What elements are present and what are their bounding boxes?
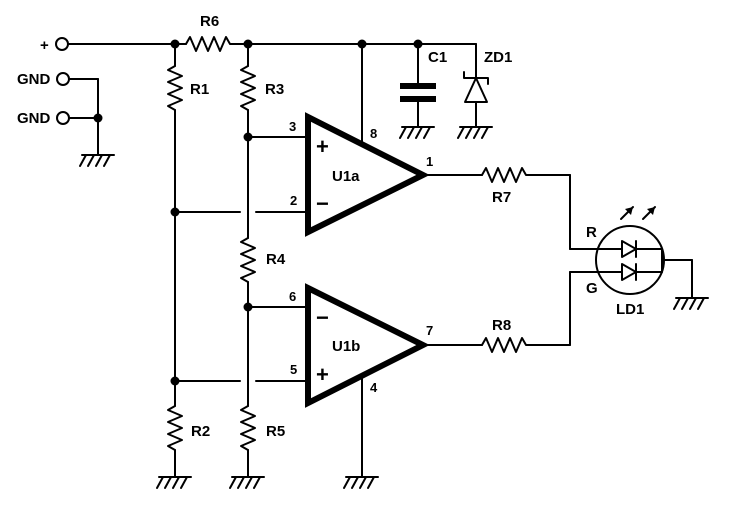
u1a-pin-2: 2: [290, 193, 297, 208]
ground-symbol-ld1: [673, 297, 709, 310]
ground-symbol-c1: [399, 126, 435, 139]
gnd-terminals: GND GND: [17, 71, 115, 167]
r6-label: R6: [200, 13, 219, 30]
opamp-input-wires: [174, 136, 309, 382]
ground-symbol-r2: [156, 476, 192, 489]
ground-symbol-gnd: [79, 154, 115, 167]
r4-label: R4: [266, 251, 286, 268]
resistor-r6: R6: [185, 13, 233, 52]
r1-label: R1: [190, 81, 209, 98]
r7-label: R7: [492, 189, 511, 206]
resistor-r4: R4: [240, 237, 286, 283]
led-lead-g-label: G: [586, 280, 598, 297]
led-ld1: R G LD1: [569, 174, 709, 346]
ground-symbol-r5: [229, 476, 265, 489]
u1a-pin-8: 8: [370, 126, 377, 141]
u1a-minus-sign: −: [316, 191, 329, 216]
u1a-label: U1a: [332, 168, 360, 185]
opamp-u1a: + − U1a 3 2 8 1: [289, 39, 483, 237]
c1-label: C1: [428, 49, 447, 66]
r5-label: R5: [266, 423, 285, 440]
u1a-pin-1: 1: [426, 154, 433, 169]
u1b-pin-7: 7: [426, 323, 433, 338]
resistor-r3: R3: [240, 65, 284, 111]
divider-right: R3 R4 R5: [229, 39, 286, 489]
u1b-minus-sign: −: [316, 305, 329, 330]
power-terminal: +: [40, 37, 69, 54]
u1b-pin-4: 4: [370, 380, 378, 395]
ld1-label: LD1: [616, 301, 644, 318]
resistor-r7: R7: [481, 167, 571, 206]
led-lead-r-label: R: [586, 224, 597, 241]
opamp-u1b: − + U1b 6 5 4 7: [289, 283, 483, 489]
ground-symbol-zd1: [457, 126, 493, 139]
divider-left: R1 R2: [156, 39, 210, 489]
zd1-label: ZD1: [484, 49, 512, 66]
r8-label: R8: [492, 317, 511, 334]
r2-label: R2: [191, 423, 210, 440]
resistor-r1: R1: [167, 65, 209, 111]
gnd-terminal-1-label: GND: [17, 71, 51, 88]
u1a-plus-sign: +: [316, 134, 329, 159]
u1b-plus-sign: +: [316, 362, 329, 387]
resistor-r8: R8: [481, 317, 571, 353]
resistor-r5: R5: [240, 405, 285, 451]
u1b-pin-6: 6: [289, 289, 296, 304]
capacitor-c1: C1: [399, 39, 447, 139]
power-terminal-label: +: [40, 37, 49, 54]
u1a-pin-3: 3: [289, 119, 296, 134]
u1b-label: U1b: [332, 338, 360, 355]
r3-label: R3: [265, 81, 284, 98]
zener-zd1: ZD1: [457, 43, 512, 139]
u1b-pin-5: 5: [290, 362, 297, 377]
gnd-terminal-2-label: GND: [17, 110, 51, 127]
resistor-r2: R2: [167, 405, 210, 451]
ground-symbol-u1b: [343, 476, 379, 489]
